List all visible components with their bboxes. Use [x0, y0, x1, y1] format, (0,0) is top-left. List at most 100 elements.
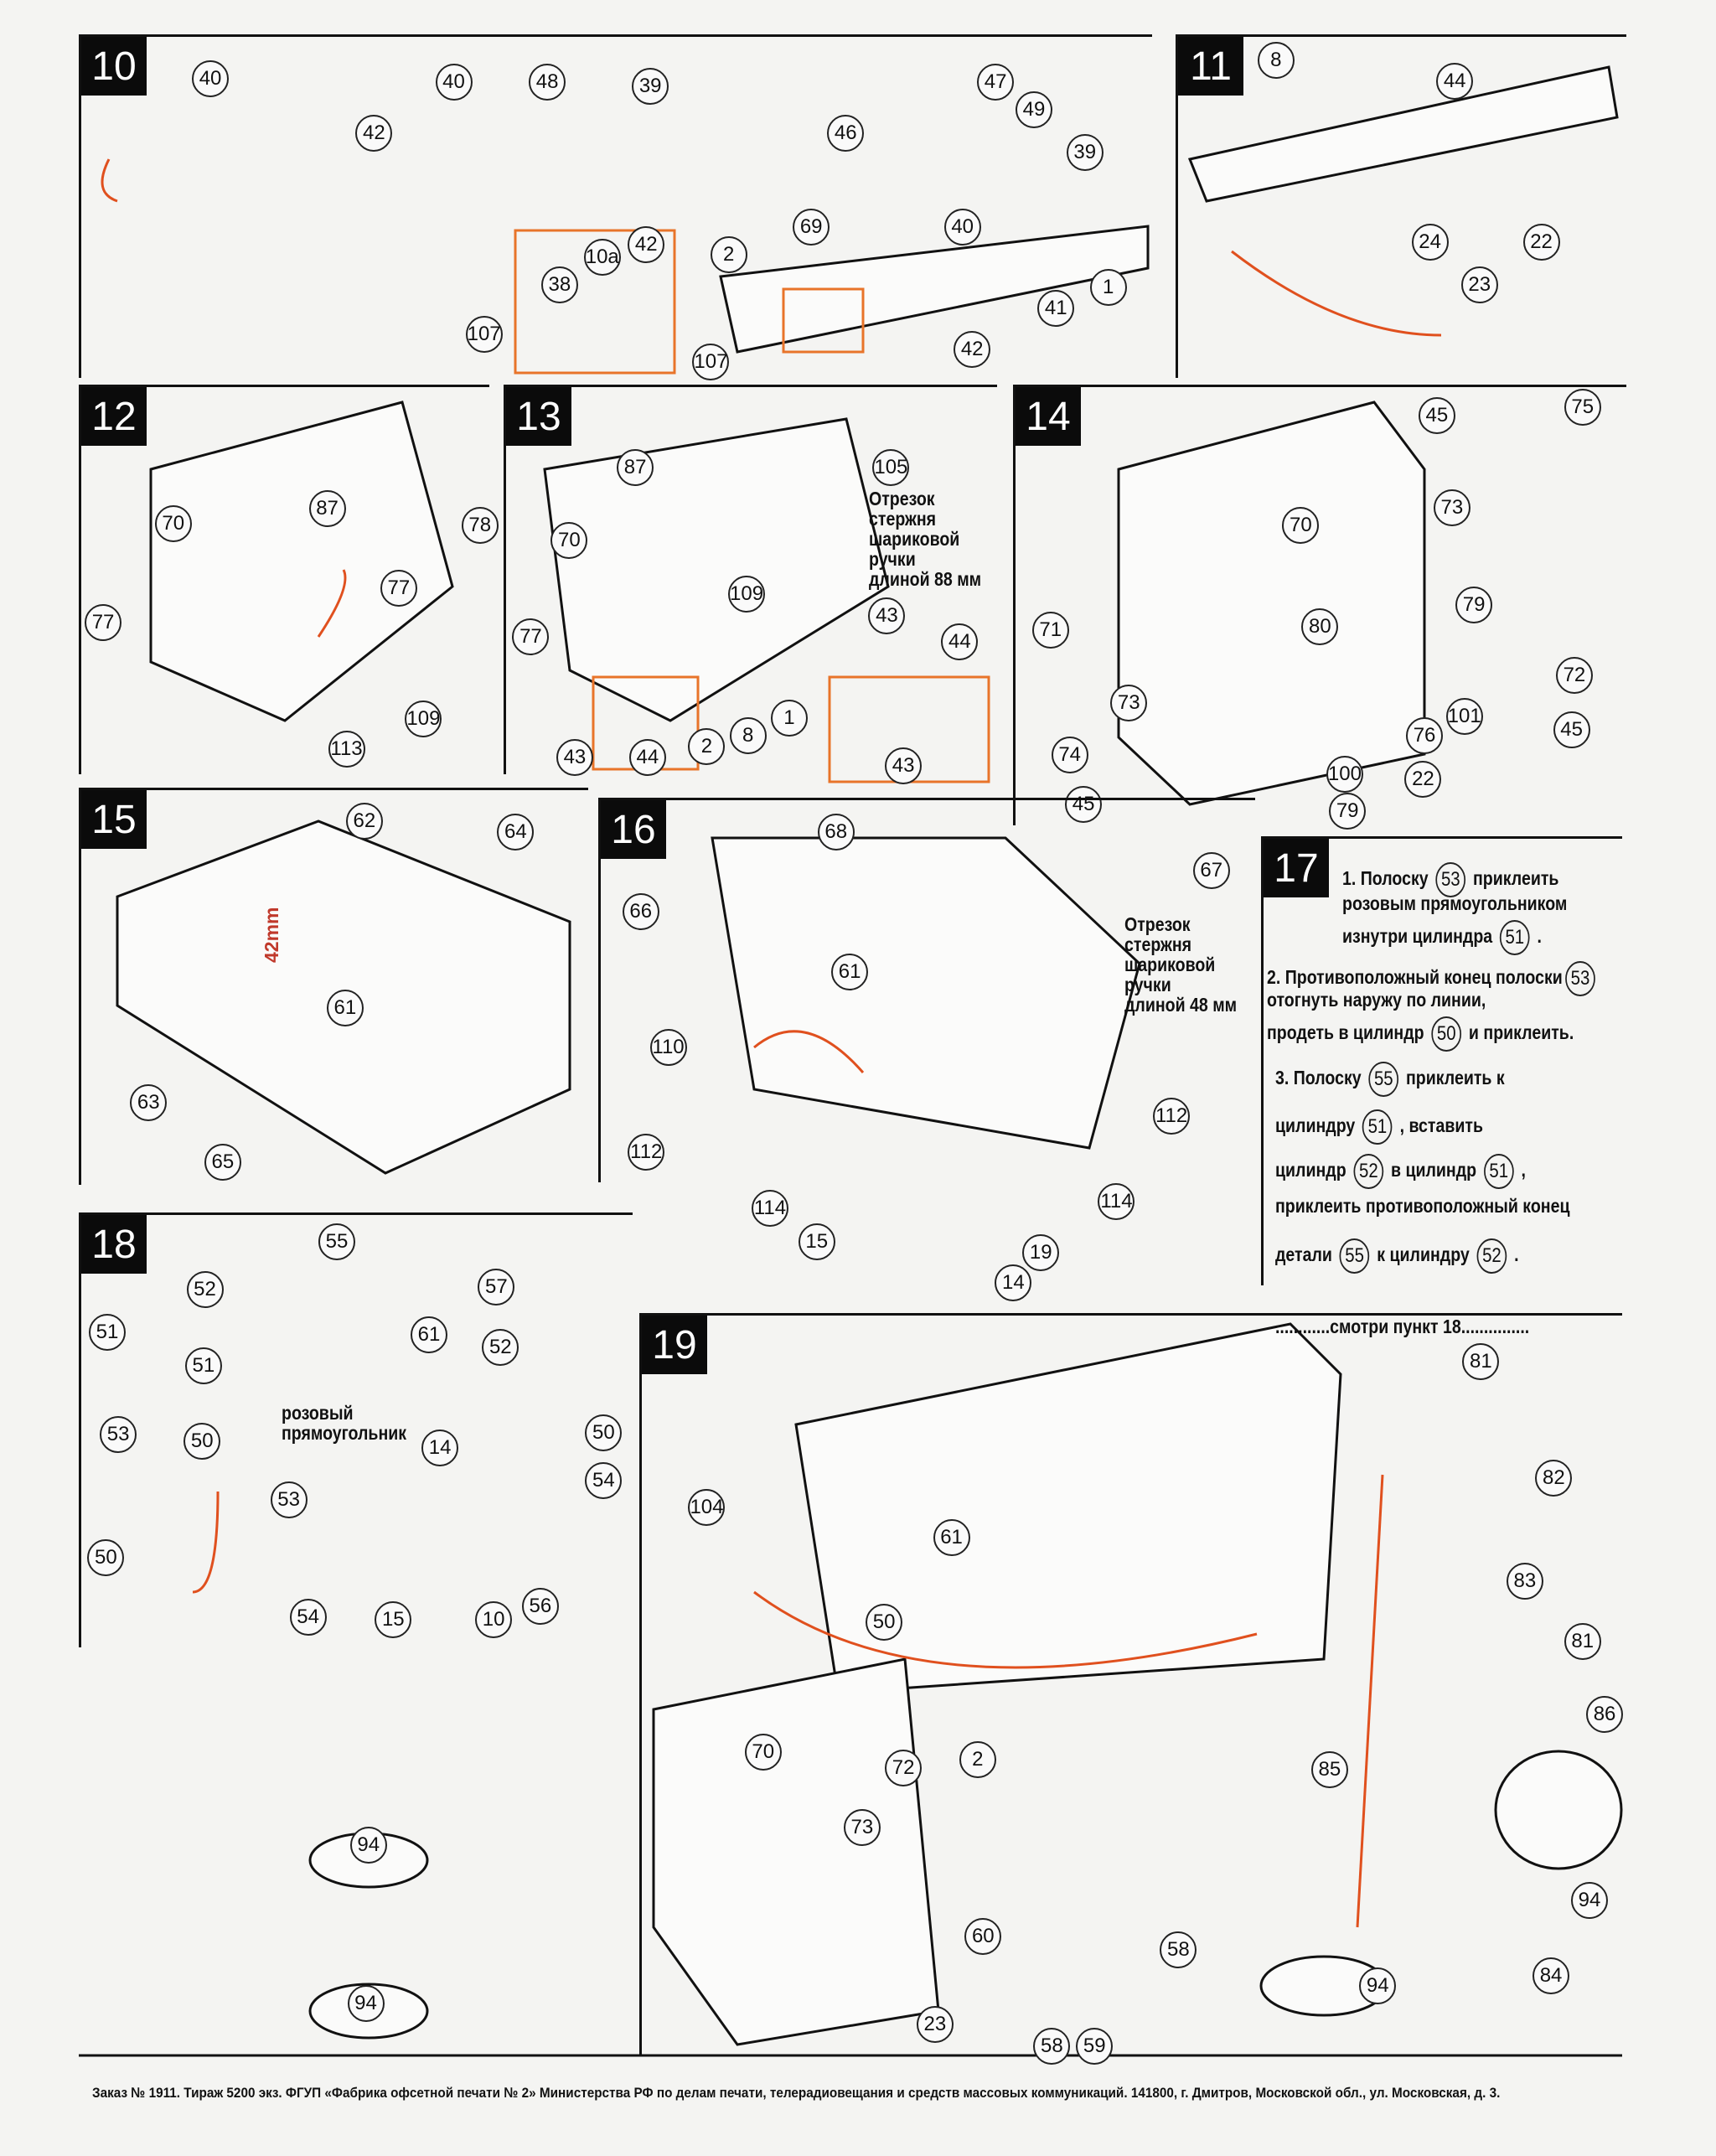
part-callout: 10a: [583, 238, 621, 276]
part-callout: 82: [1535, 1460, 1573, 1497]
note-line: ручки: [869, 547, 916, 570]
step-11-panel: 11: [1176, 34, 1626, 378]
part-callout: 52: [186, 1271, 224, 1309]
imprint-footer: Заказ № 1911. Тираж 5200 экз. ФГУП «Фабр…: [92, 2085, 1501, 2101]
part-callout: 42: [954, 330, 991, 368]
part-callout: 66: [622, 892, 659, 930]
part-callout: 55: [1339, 1238, 1370, 1274]
part-callout: 73: [1433, 489, 1470, 526]
step-15-panel: 15: [79, 788, 588, 1185]
note-line: прямоугольник: [282, 1421, 407, 1444]
part-callout: 55: [1368, 1061, 1399, 1097]
part-callout: 52: [1353, 1153, 1384, 1189]
instruction-text: приклеить противоположный конец: [1275, 1194, 1570, 1217]
instruction-text: отогнуть наружу по линии,: [1267, 988, 1486, 1011]
instruction-line: детали 55 к цилиндру 52 .: [1275, 1238, 1519, 1274]
step-18-panel: 18: [79, 1212, 633, 1647]
step-number: 19: [642, 1316, 707, 1374]
part-callout: 50: [183, 1422, 221, 1460]
part-callout: 72: [1555, 656, 1593, 694]
step-14-panel: 14: [1013, 385, 1626, 825]
step-number: 18: [81, 1215, 147, 1274]
note-line: стержня: [869, 507, 937, 530]
assembly-arrow: [753, 1030, 865, 1073]
step-number: 13: [506, 387, 571, 446]
part-callout: 81: [1564, 1623, 1601, 1661]
part-callout: 39: [632, 68, 669, 106]
cab-step-14: [1117, 401, 1426, 806]
part-callout: 19: [1022, 1233, 1060, 1271]
part-callout: 51: [1499, 919, 1530, 955]
instruction-line: продеть в цилиндр 50 и приклеить.: [1267, 1016, 1574, 1052]
instruction-text: , вставить: [1395, 1114, 1483, 1137]
part-callout: 71: [1031, 611, 1069, 649]
instruction-text: в цилиндр: [1386, 1158, 1481, 1181]
part-callout: 60: [964, 1917, 1002, 1955]
note-line: стержня: [1124, 933, 1192, 956]
part-callout: 114: [1098, 1183, 1135, 1221]
part-callout: 77: [380, 570, 417, 608]
instruction-text: ,: [1517, 1158, 1526, 1181]
part-callout: 58: [1160, 1931, 1197, 1968]
part-callout: 94: [347, 1984, 385, 2022]
part-callout: 48: [529, 64, 566, 101]
part-callout: 53: [1565, 960, 1595, 996]
part-callout: 94: [349, 1827, 387, 1864]
part-callout: 100: [1326, 755, 1363, 793]
part-callout: 47: [977, 64, 1015, 101]
step-number: 17: [1264, 839, 1329, 897]
instruction-text: к цилиндру: [1372, 1243, 1475, 1266]
part-callout: 15: [375, 1601, 412, 1639]
part-callout: 77: [512, 618, 550, 655]
step-number: 16: [601, 800, 666, 859]
part-callout: 79: [1455, 587, 1493, 624]
part-callout: 51: [1483, 1153, 1514, 1189]
frame-step-10: [719, 225, 1150, 354]
part-callout: 78: [461, 506, 499, 544]
part-callout: 55: [318, 1223, 356, 1260]
instruction-line: ............смотри пункт 18.............…: [1275, 1316, 1529, 1338]
step-number: 15: [81, 790, 147, 849]
instruction-text: 1. Полоску: [1342, 866, 1434, 889]
part-callout: 85: [1310, 1750, 1348, 1788]
part-callout: 101: [1445, 697, 1483, 735]
part-callout: 15: [798, 1223, 835, 1260]
part-callout: 87: [617, 448, 654, 486]
part-callout: 24: [1411, 223, 1449, 261]
instruction-text: и приклеить.: [1464, 1021, 1574, 1043]
part-callout: 61: [410, 1316, 447, 1354]
instruction-text: продеть в цилиндр: [1267, 1021, 1429, 1043]
cab-step-13: [543, 417, 890, 722]
part-callout: 73: [1110, 684, 1148, 721]
part-callout: 67: [1192, 851, 1230, 889]
part-callout: 61: [831, 954, 869, 991]
note-line: длиной 48 мм: [1124, 994, 1238, 1016]
step-16-panel: 16: [598, 798, 1255, 1182]
part-callout: 84: [1533, 1957, 1570, 1995]
note-line: Отрезок: [869, 487, 935, 509]
part-callout: 39: [1066, 134, 1104, 172]
part-callout: 43: [868, 597, 906, 635]
part-callout: 70: [154, 505, 192, 543]
part-callout: 45: [1553, 711, 1590, 749]
detail-box: [782, 287, 865, 354]
instruction-text: приклеить к: [1401, 1066, 1505, 1088]
instruction-line: 3. Полоску 55 приклеить к: [1275, 1061, 1505, 1097]
instruction-text: детали: [1275, 1243, 1337, 1266]
part-callout: 59: [1076, 2027, 1114, 2065]
part-callout: 22: [1522, 223, 1560, 261]
frame-step-11: [1187, 65, 1619, 203]
assembly-arrow: [192, 1491, 220, 1594]
part-callout: 107: [692, 343, 730, 380]
part-callout: 8: [729, 716, 767, 754]
instruction-line: цилиндру 51 , вставить: [1275, 1109, 1483, 1145]
note-line: розовый: [282, 1401, 354, 1424]
part-callout: 43: [556, 739, 593, 777]
part-callout: 64: [497, 813, 535, 851]
part-callout: 53: [1435, 861, 1466, 897]
part-callout: 2: [688, 728, 726, 766]
instruction-text: 3. Полоску: [1275, 1066, 1367, 1088]
step-number: 14: [1016, 387, 1081, 446]
